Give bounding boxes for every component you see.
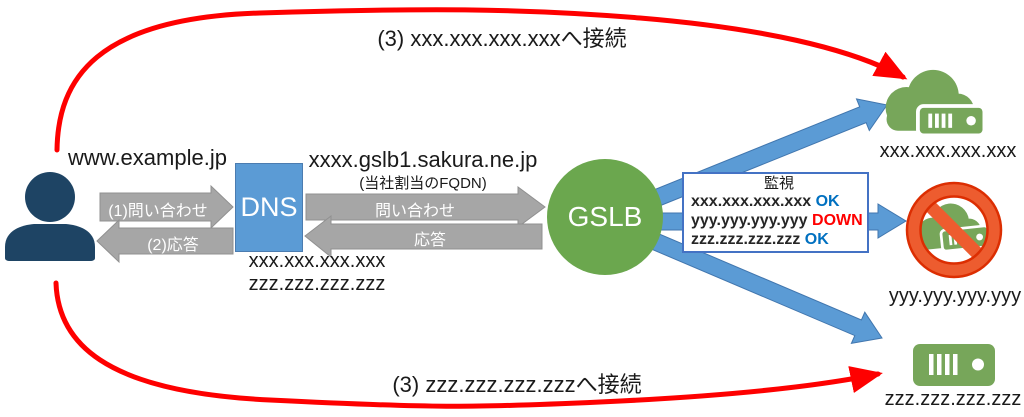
server-ip-middle: yyy.yyy.yyy.yyy: [888, 285, 1022, 307]
connect-label-bottom: (3) zzz.zzz.zzz.zzzへ接続: [392, 372, 642, 397]
monitor-row-ip: yyy.yyy.yyy.yyy: [691, 212, 808, 229]
monitor-row-ip: zzz.zzz.zzz.zzz: [691, 231, 801, 248]
gslb-fqdn-label: xxxx.gslb1.sakura.ne.jp: [308, 147, 538, 172]
monitor-row: yyy.yyy.yyy.yyy DOWN: [691, 211, 867, 230]
dns-records: xxx.xxx.xxx.xxx zzz.zzz.zzz.zzz: [237, 250, 397, 296]
monitor-title: 監視: [763, 175, 794, 192]
cloud-server-icon-top: [883, 68, 987, 138]
monitor-row-ip: xxx.xxx.xxx.xxx: [691, 193, 812, 210]
client-response-label: (2)応答: [147, 237, 199, 254]
monitor-row-status: OK: [815, 193, 840, 210]
person-icon: [5, 172, 95, 261]
prohibited-cloud-server-icon: [905, 181, 1003, 279]
dns-query-label: 問い合わせ: [374, 203, 455, 220]
gslb-fqdn-note: (当社割当のFQDN): [359, 175, 487, 192]
dns-node: DNS: [235, 163, 303, 252]
monitor-box: 監視 xxx.xxx.xxx.xxx OK yyy.yyy.yyy.yyy DO…: [682, 172, 869, 253]
dns-node-label: DNS: [240, 192, 298, 222]
server-ip-top: xxx.xxx.xxx.xxx: [879, 140, 1017, 162]
client-domain-label: www.example.jp: [68, 145, 227, 170]
query-arrow-dns-gslb: [305, 186, 546, 228]
monitor-row: xxx.xxx.xxx.xxx OK: [691, 192, 867, 211]
response-arrow-gslb-dns: [304, 214, 543, 259]
connect-arrow-top: [54, 7, 908, 153]
server-icon-bottom: [913, 344, 995, 386]
dns-record-a: xxx.xxx.xxx.xxx: [248, 250, 386, 272]
client-query-label: (1)問い合わせ: [108, 203, 208, 220]
monitor-row-status: DOWN: [812, 212, 863, 229]
gslb-node: GSLB: [547, 159, 663, 275]
dns-response-label: 応答: [413, 232, 446, 249]
monitor-row: zzz.zzz.zzz.zzz OK: [691, 230, 867, 249]
dns-record-z: zzz.zzz.zzz.zzz: [248, 273, 386, 295]
monitor-row-status: OK: [804, 231, 829, 248]
server-ip-bottom: zzz.zzz.zzz.zzz: [884, 388, 1022, 410]
connect-arrow-bottom: [53, 280, 883, 409]
gslb-node-label: GSLB: [567, 201, 643, 232]
connect-label-top: (3) xxx.xxx.xxx.xxxへ接続: [377, 26, 627, 51]
response-arrow-dns-client: [96, 218, 234, 264]
